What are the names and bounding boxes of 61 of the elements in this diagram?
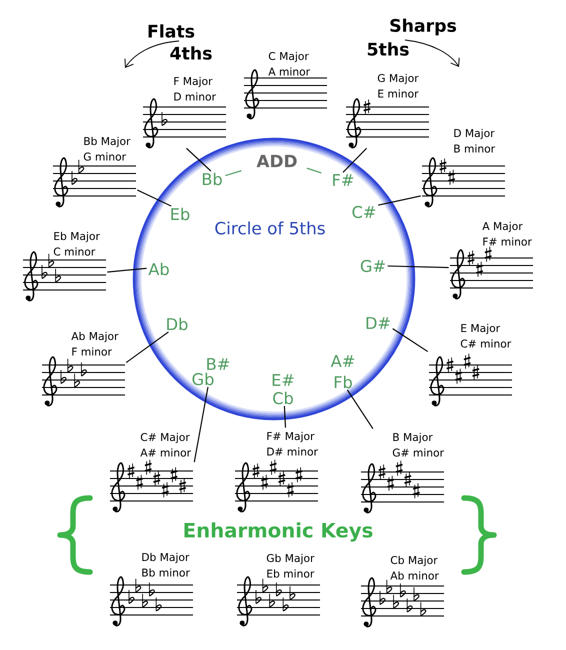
leader-line bbox=[342, 148, 367, 173]
key-label: G Major bbox=[378, 74, 419, 84]
key-label: Eb Major bbox=[54, 232, 100, 242]
leader-line bbox=[284, 406, 286, 428]
key-label: C Major bbox=[268, 52, 309, 62]
note-label: C# bbox=[352, 206, 376, 218]
key-label: Bb minor bbox=[142, 568, 190, 577]
note-label: Db bbox=[167, 318, 188, 330]
direction-label: 5ths bbox=[368, 42, 409, 56]
key-label: Ab Major bbox=[71, 332, 118, 342]
key-label: C# Major bbox=[140, 432, 190, 444]
key-label: B minor bbox=[454, 144, 496, 153]
note-label: D# bbox=[366, 317, 390, 329]
key-label: Ab minor bbox=[390, 571, 439, 580]
key-label: D# minor bbox=[267, 447, 318, 456]
note-label: F# bbox=[333, 174, 354, 186]
note-label: Bb bbox=[202, 172, 222, 186]
leader-line bbox=[378, 195, 421, 206]
key-label: C minor bbox=[54, 247, 96, 256]
leader-line bbox=[346, 390, 374, 430]
key-label: F Major bbox=[174, 76, 212, 88]
direction-label: Sharps bbox=[390, 18, 456, 36]
key-label: G minor bbox=[84, 152, 126, 161]
key-label: E minor bbox=[378, 89, 418, 98]
note-label: B# bbox=[207, 358, 230, 370]
key-label: Cb Major bbox=[390, 556, 438, 566]
key-label: D Major bbox=[454, 128, 495, 140]
key-label: A minor bbox=[268, 67, 310, 76]
leader-line bbox=[126, 332, 169, 363]
key-label: C# minor bbox=[460, 339, 512, 348]
note-label: G# bbox=[360, 260, 385, 272]
direction-label: 4ths bbox=[170, 46, 212, 60]
key-label: F# minor bbox=[483, 237, 532, 246]
note-label: A# bbox=[330, 355, 354, 367]
key-label: G# minor bbox=[392, 448, 444, 457]
leader-line bbox=[137, 189, 172, 207]
key-label: A Major bbox=[482, 222, 523, 232]
leader-line bbox=[388, 265, 449, 268]
leader-line bbox=[194, 386, 208, 462]
key-label: F minor bbox=[72, 347, 112, 356]
key-label: Db Major bbox=[142, 552, 190, 564]
key-label: Bb Major bbox=[84, 136, 130, 148]
note-label: Eb bbox=[171, 208, 190, 220]
leader-line bbox=[186, 148, 212, 172]
note-label: Cb bbox=[273, 392, 293, 404]
key-label: F# Major bbox=[267, 432, 314, 442]
key-label: B Major bbox=[393, 432, 433, 444]
section-title: Enharmonic Keys bbox=[184, 522, 372, 542]
leader-line bbox=[225, 170, 242, 176]
key-label: Eb minor bbox=[267, 569, 314, 578]
note-label: Gb bbox=[192, 372, 214, 386]
key-label: E Major bbox=[461, 324, 500, 334]
leader-line bbox=[306, 168, 322, 174]
key-label: Gb Major bbox=[266, 554, 314, 564]
note-label: Fb bbox=[334, 376, 352, 388]
key-label: D minor bbox=[174, 92, 216, 101]
note-label: Ab bbox=[148, 262, 169, 276]
direction-label: Flats bbox=[148, 24, 194, 38]
note-label: E# bbox=[272, 374, 294, 386]
key-label: A# minor bbox=[140, 448, 192, 457]
text-label: ADD bbox=[256, 154, 297, 168]
